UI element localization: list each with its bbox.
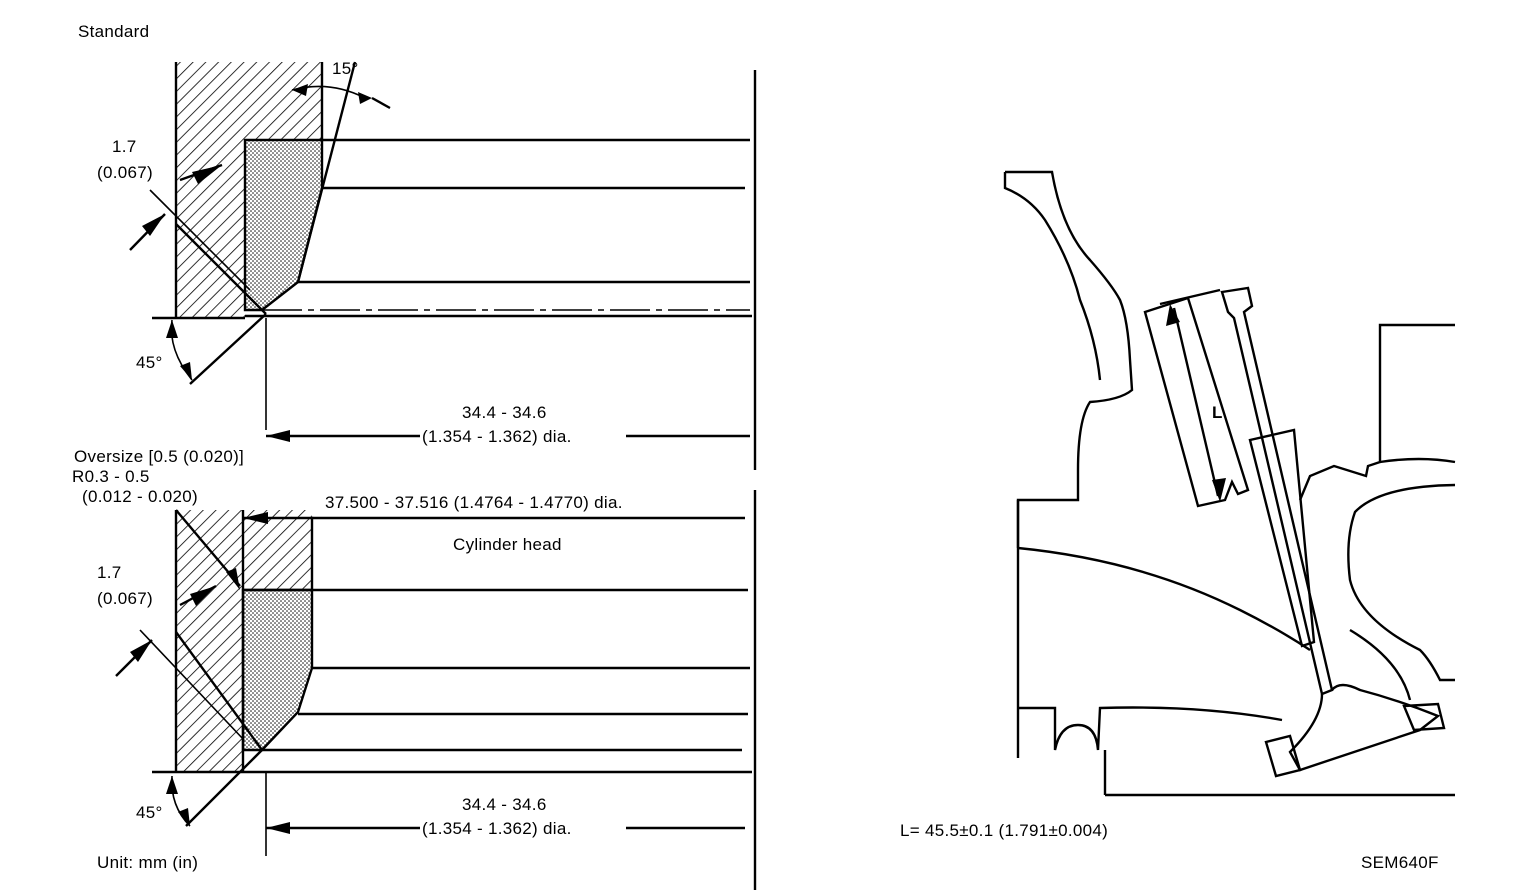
standard-angle-15: 15° xyxy=(332,59,359,78)
valve-length-spec: L= 45.5±0.1 (1.791±0.004) xyxy=(900,821,1108,840)
standard-dim-1-7: 1.7 xyxy=(112,137,137,156)
oversize-bore-dia: 37.500 - 37.516 (1.4764 - 1.4770) dia. xyxy=(325,493,623,512)
standard-seat-insert xyxy=(243,138,324,312)
standard-dim-1-7-in: (0.067) xyxy=(97,163,153,182)
oversize-section: Oversize [0.5 (0.020)] R0.3 - 0.5 (0.012… xyxy=(72,447,757,890)
cylinder-head-label: Cylinder head xyxy=(453,535,562,554)
standard-head-hatch xyxy=(176,62,322,318)
oversize-dia-mm: 34.4 - 34.6 xyxy=(462,795,547,814)
oversize-dim-1-7-in: (0.067) xyxy=(97,589,153,608)
oversize-radius: R0.3 - 0.5 xyxy=(72,467,150,486)
oversize-radius-in: (0.012 - 0.020) xyxy=(82,487,198,506)
oversize-title: Oversize [0.5 (0.020)] xyxy=(74,447,244,466)
oversize-dim-1-7: 1.7 xyxy=(97,563,122,582)
oversize-dia-in: (1.354 - 1.362) dia. xyxy=(422,819,572,838)
oversize-angle-45: 45° xyxy=(136,803,163,822)
standard-title: Standard xyxy=(78,22,149,41)
standard-dia-in: (1.354 - 1.362) dia. xyxy=(422,427,572,446)
standard-angle-45: 45° xyxy=(136,353,163,372)
standard-section: Standard 15° 1.7 (0.067) 45 xyxy=(78,22,757,470)
oversize-seat-insert xyxy=(241,588,314,752)
unit-label: Unit: mm (in) xyxy=(97,853,198,872)
valve-length-L: L xyxy=(1212,403,1223,422)
valve-cross-section: L L= 45.5±0.1 (1.791±0.004) SEM640F xyxy=(900,170,1456,872)
oversize-head-hatch xyxy=(176,510,312,772)
standard-dia-mm: 34.4 - 34.6 xyxy=(462,403,547,422)
figure-code: SEM640F xyxy=(1361,853,1439,872)
